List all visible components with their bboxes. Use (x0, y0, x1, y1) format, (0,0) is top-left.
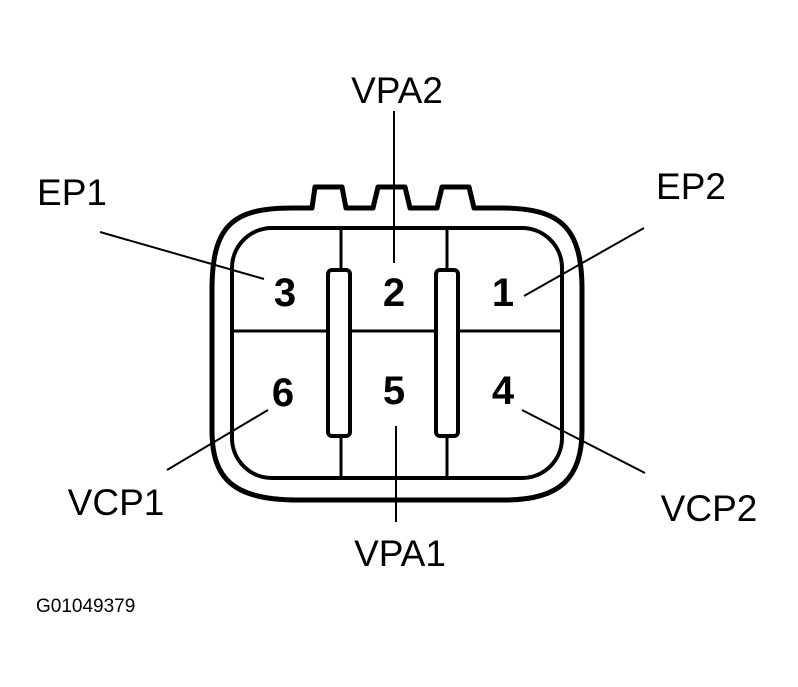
connector-housing-outer (209, 184, 585, 503)
pin-number-4: 4 (492, 369, 515, 413)
pin-number-1: 1 (492, 271, 514, 315)
leader-line-vcp1 (166, 409, 269, 471)
signal-label-vpa1: VPA1 (354, 533, 446, 574)
pin-number-6: 6 (272, 371, 294, 415)
pin-number-2: 2 (383, 271, 405, 315)
key-bar-right (434, 268, 460, 438)
leader-line-vcp2 (521, 409, 646, 474)
key-bar-left (326, 268, 352, 438)
signal-label-ep1: EP1 (37, 172, 107, 213)
signal-label-vcp2: VCP2 (661, 488, 758, 529)
pin-number-3: 3 (274, 271, 296, 315)
leader-line-ep1 (99, 231, 265, 280)
leader-line-ep2 (523, 227, 645, 297)
pin-number-5: 5 (383, 369, 405, 413)
signal-label-vcp1: VCP1 (68, 482, 165, 523)
leader-lines (99, 111, 646, 522)
figure-id: G01049379 (36, 596, 135, 617)
signal-label-ep2: EP2 (656, 166, 726, 207)
signal-label-vpa2: VPA2 (351, 70, 443, 111)
